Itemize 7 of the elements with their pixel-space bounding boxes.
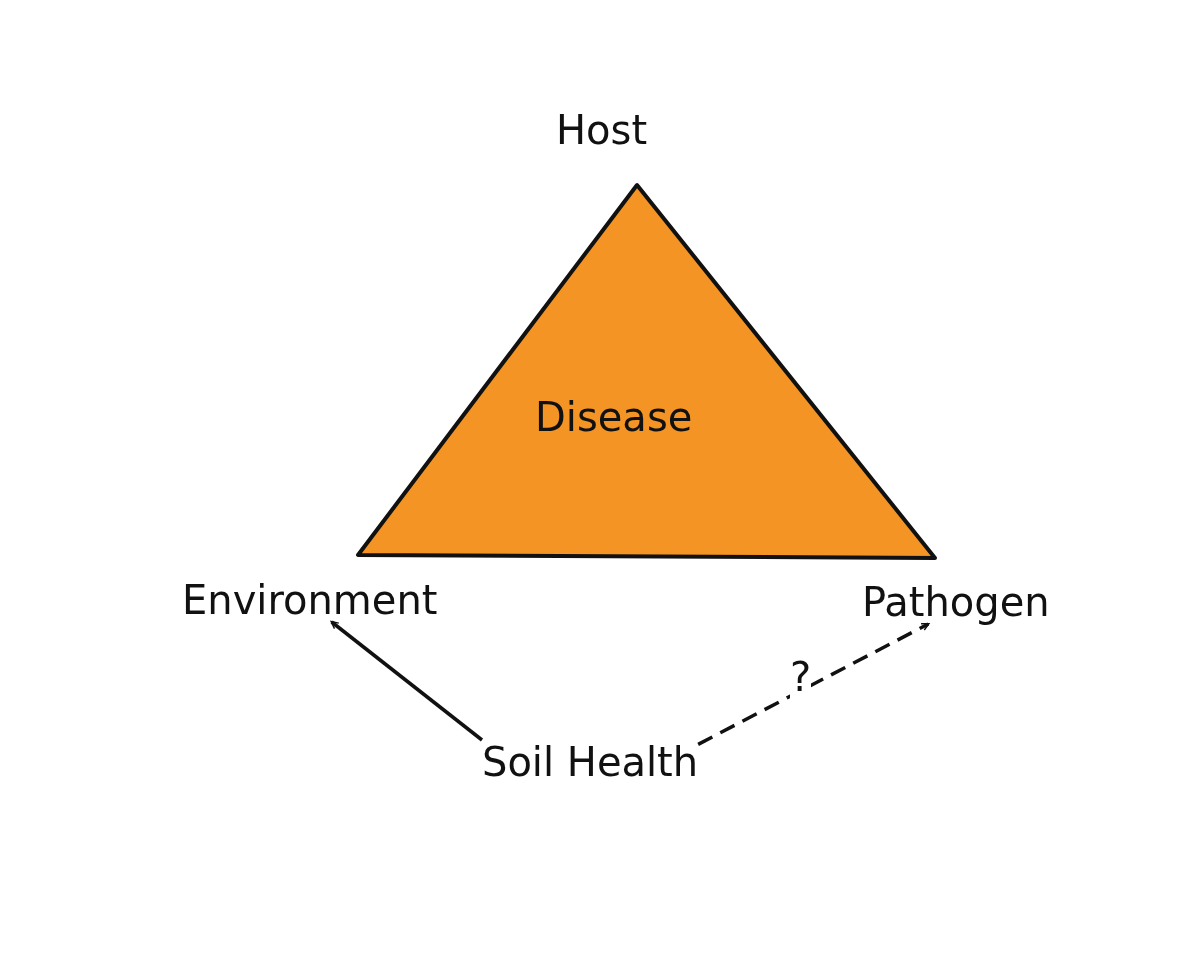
node-label: Pathogen	[862, 580, 1050, 624]
arrow	[697, 622, 930, 746]
triangle-label: Disease	[535, 395, 693, 439]
node-label: Environment	[182, 578, 438, 622]
arrow	[330, 620, 484, 742]
node-label: Soil Health	[482, 740, 699, 784]
vertex-label: Host	[556, 108, 648, 152]
